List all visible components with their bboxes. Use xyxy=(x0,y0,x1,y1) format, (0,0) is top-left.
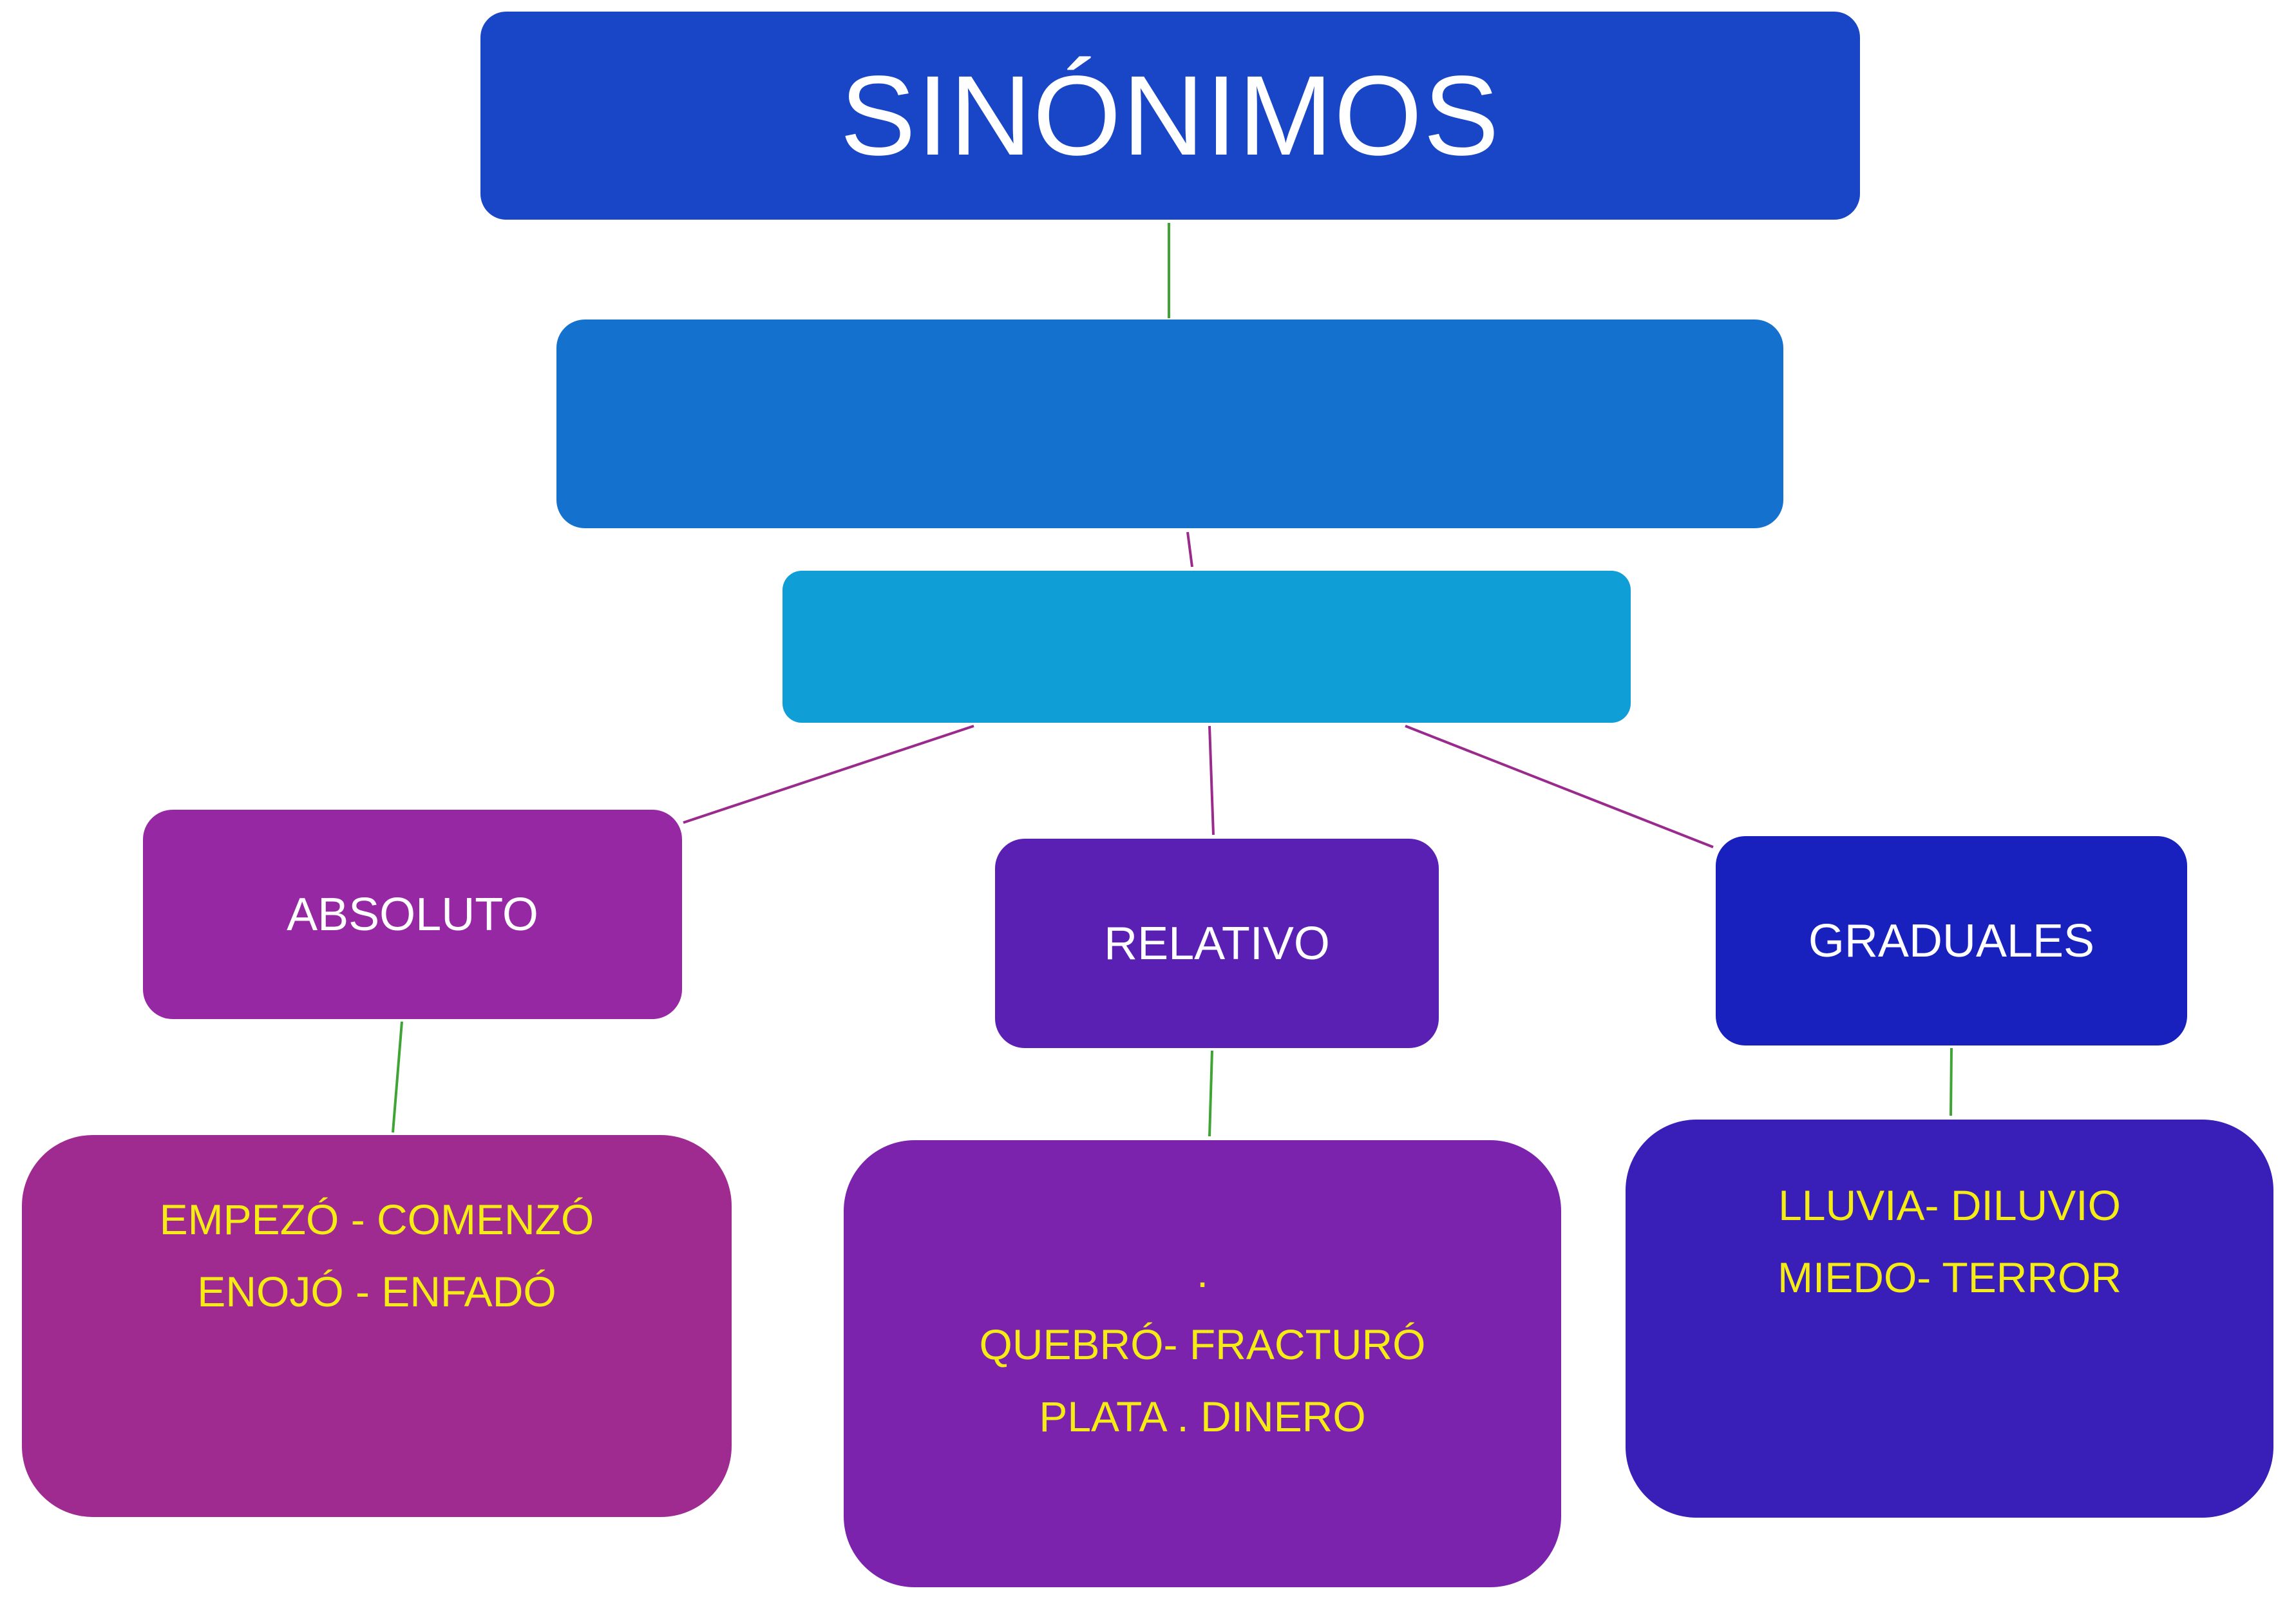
examples-box-relativo: . QUEBRÓ- FRACTURÓ PLATA . DINERO xyxy=(844,1140,1561,1587)
example-item: MIEDO- TERROR xyxy=(1777,1254,2122,1301)
category-box-absoluto: ABSOLUTO xyxy=(143,810,682,1019)
example-item: ENOJÓ - ENFADÓ xyxy=(197,1267,556,1315)
connector-absoluto-to-examples xyxy=(392,1021,403,1133)
example-item: . xyxy=(1196,1248,1209,1296)
connector-relativo-to-examples xyxy=(1208,1050,1213,1137)
diagram-title: SINÓNIMOS xyxy=(840,52,1501,179)
example-item: EMPEZÓ - COMENZÓ xyxy=(159,1195,594,1243)
title-box: SINÓNIMOS xyxy=(480,12,1860,220)
category-box-relativo: RELATIVO xyxy=(995,839,1439,1048)
example-item: QUEBRÓ- FRACTURÓ xyxy=(979,1321,1426,1368)
connector-third-to-relativo xyxy=(1208,725,1215,835)
third-level-box xyxy=(783,571,1631,723)
connector-third-to-graduales xyxy=(1405,725,1714,848)
category-box-graduales: GRADUALES xyxy=(1716,836,2187,1045)
category-label-relativo: RELATIVO xyxy=(1104,917,1330,969)
category-label-graduales: GRADUALES xyxy=(1808,915,2095,967)
examples-box-absoluto: EMPEZÓ - COMENZÓ ENOJÓ - ENFADÓ xyxy=(22,1135,732,1517)
connector-second-to-third xyxy=(1186,531,1193,568)
examples-box-graduales: LLUVIA- DILUVIO MIEDO- TERROR xyxy=(1626,1120,2273,1518)
example-item: PLATA . DINERO xyxy=(1039,1393,1366,1440)
connector-third-to-absoluto xyxy=(683,725,974,824)
second-level-box xyxy=(556,320,1783,528)
example-item: LLUVIA- DILUVIO xyxy=(1778,1181,2121,1229)
category-label-absoluto: ABSOLUTO xyxy=(287,888,538,940)
